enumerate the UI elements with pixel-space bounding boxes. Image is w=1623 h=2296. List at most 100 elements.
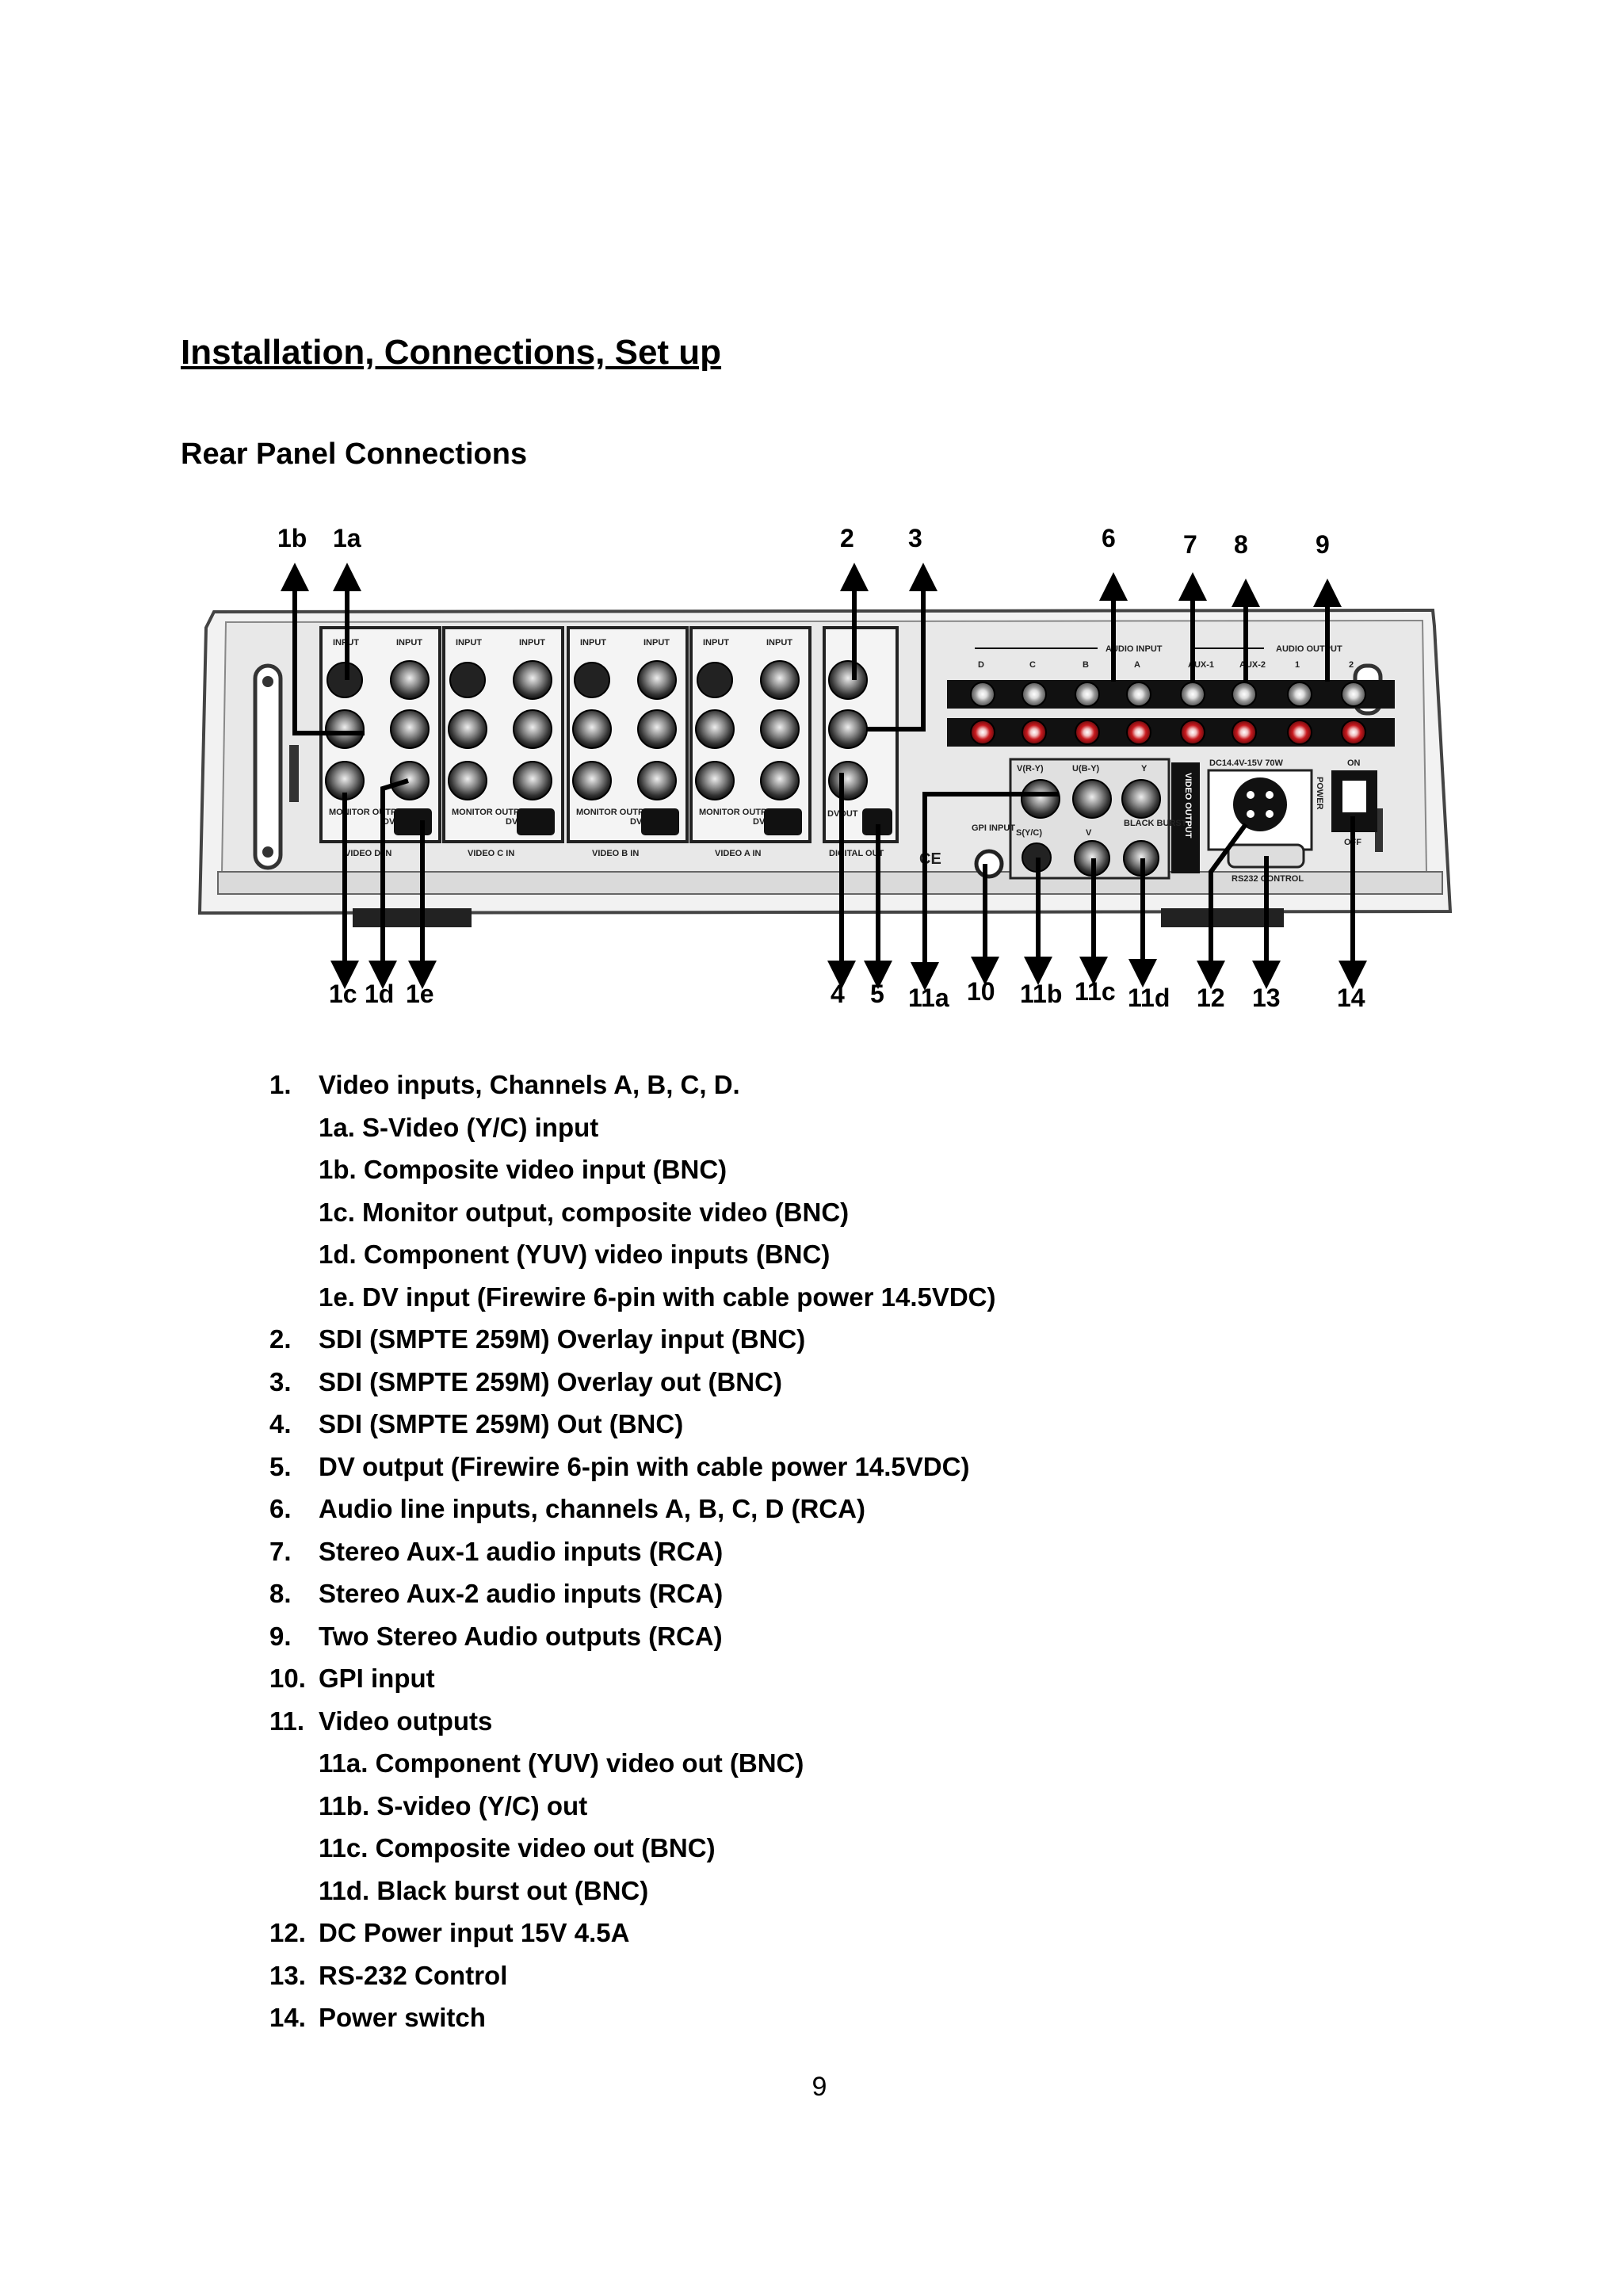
legend-item-text: Stereo Aux-2 audio inputs (RCA) [319, 1579, 724, 1608]
legend-item-text: 11a. Component (YUV) video out (BNC) [319, 1748, 804, 1778]
audio-input-label: AUDIO INPUT [1106, 644, 1163, 654]
bnc-connector[interactable] [760, 709, 800, 749]
callout-label-1d: 1d [365, 980, 394, 1008]
callout-arrow-1d [369, 778, 409, 989]
dv-input-port[interactable] [641, 808, 679, 835]
input-label: INPUT [703, 638, 729, 648]
audio-channel-label: D [978, 660, 984, 670]
dv-output-port[interactable] [862, 808, 892, 835]
input-label: INPUT [519, 638, 545, 648]
legend-item-number: 10. [269, 1664, 306, 1693]
callout-label-11c: 11c [1075, 977, 1116, 1006]
bnc-connector[interactable] [513, 709, 552, 749]
bnc-connector[interactable] [513, 660, 552, 700]
bnc-out-y[interactable] [1121, 779, 1161, 819]
bnc-connector[interactable] [695, 709, 735, 749]
legend-item: 9.Two Stereo Audio outputs (RCA) [269, 1620, 996, 1663]
bnc-connector[interactable] [390, 660, 430, 700]
legend-item-text: 11c. Composite video out (BNC) [319, 1833, 716, 1862]
bnc-connector[interactable] [637, 660, 677, 700]
legend-item-text: Video outputs [319, 1706, 493, 1736]
rca-right-jack[interactable] [1180, 720, 1205, 745]
sdi-bnc-connector[interactable] [828, 709, 868, 749]
dv-input-port[interactable] [394, 808, 432, 835]
input-label: INPUT [643, 638, 670, 648]
bnc-connector[interactable] [760, 761, 800, 800]
power-section: DC14.4V-15V 70W RS232 CONTROL ON POWER O… [1207, 758, 1377, 884]
legend-item: 11c. Composite video out (BNC) [269, 1832, 996, 1874]
video-output-label: VIDEO OUTPUT [1183, 773, 1193, 839]
bnc-connector[interactable] [390, 709, 430, 749]
callout-label-12: 12 [1197, 984, 1225, 1012]
legend-item: 2.SDI (SMPTE 259M) Overlay input (BNC) [269, 1323, 996, 1366]
bnc-connector[interactable] [325, 709, 365, 749]
legend-item-text: Audio line inputs, channels A, B, C, D (… [319, 1494, 865, 1523]
rca-left-jack[interactable] [1022, 682, 1047, 707]
dv-input-port[interactable] [517, 808, 555, 835]
bnc-out-v[interactable] [1021, 779, 1060, 819]
callout-label-11a: 11a [908, 984, 949, 1012]
dc-power-connector[interactable] [1233, 777, 1287, 831]
legend-item: 3.SDI (SMPTE 259M) Overlay out (BNC) [269, 1366, 996, 1408]
legend-item: 10.GPI input [269, 1662, 996, 1705]
bnc-connector[interactable] [572, 761, 612, 800]
callout-arrow-11a [911, 792, 1059, 991]
rca-right-jack[interactable] [1232, 720, 1257, 745]
bnc-out-u[interactable] [1072, 779, 1112, 819]
bnc-connector[interactable] [760, 660, 800, 700]
bnc-connector[interactable] [390, 761, 430, 800]
bnc-connector[interactable] [448, 709, 487, 749]
rca-left-jack[interactable] [1232, 682, 1257, 707]
legend-item-number: 3. [269, 1366, 292, 1396]
bnc-connector[interactable] [513, 761, 552, 800]
legend-item-text: Power switch [319, 2003, 486, 2032]
svideo-input-connector[interactable] [697, 662, 733, 698]
bnc-connector[interactable] [695, 761, 735, 800]
rca-left-jack[interactable] [1126, 682, 1151, 707]
rca-left-jack[interactable] [1287, 682, 1312, 707]
callout-label-2: 2 [840, 524, 854, 552]
rca-right-jack[interactable] [1022, 720, 1047, 745]
rca-right-jack[interactable] [970, 720, 995, 745]
rca-left-jack[interactable] [1180, 682, 1205, 707]
input-label: INPUT [580, 638, 606, 648]
bnc-connector[interactable] [448, 761, 487, 800]
rca-left-jack[interactable] [1341, 682, 1366, 707]
sdi-bnc-connector[interactable] [828, 761, 868, 800]
bnc-connector[interactable] [572, 709, 612, 749]
legend-item-text: 1b. Composite video input (BNC) [319, 1155, 727, 1184]
legend-item-number: 1. [269, 1070, 292, 1099]
callout-arrow-3 [867, 563, 938, 732]
legend-item-number: 7. [269, 1536, 292, 1566]
legend-item: 1d. Component (YUV) video inputs (BNC) [269, 1238, 996, 1281]
rca-right-jack[interactable] [1287, 720, 1312, 745]
svideo-input-connector[interactable] [449, 662, 486, 698]
legend-item-text: SDI (SMPTE 259M) Overlay input (BNC) [319, 1324, 806, 1354]
rca-right-jack[interactable] [1341, 720, 1366, 745]
legend-item: 1.Video inputs, Channels A, B, C, D. [269, 1068, 996, 1111]
rca-right-jack[interactable] [1126, 720, 1151, 745]
legend-item-text: 11d. Black burst out (BNC) [319, 1875, 649, 1905]
legend-item-number: 6. [269, 1494, 292, 1523]
rca-left-jack[interactable] [1075, 682, 1100, 707]
callout-label-14: 14 [1337, 984, 1365, 1012]
callout-label-1b: 1b [277, 524, 307, 552]
legend-item-text: 11b. S-video (Y/C) out [319, 1790, 588, 1820]
gpi-connector[interactable] [974, 849, 1004, 879]
monitor-output-label: MONITOR OUTPUT [699, 808, 778, 817]
module-label: VIDEO B IN [592, 849, 639, 858]
dv-input-port[interactable] [764, 808, 802, 835]
callout-label-1c: 1c [329, 980, 357, 1008]
callout-label-10: 10 [967, 977, 995, 1006]
rca-left-jack[interactable] [970, 682, 995, 707]
svideo-input-connector[interactable] [574, 662, 610, 698]
bnc-connector[interactable] [637, 761, 677, 800]
legend-item: 11a. Component (YUV) video out (BNC) [269, 1747, 996, 1790]
sdi-bnc-connector[interactable] [828, 660, 868, 700]
callout-label-9: 9 [1316, 530, 1330, 559]
rca-right-jack[interactable] [1075, 720, 1100, 745]
bnc-connector[interactable] [637, 709, 677, 749]
